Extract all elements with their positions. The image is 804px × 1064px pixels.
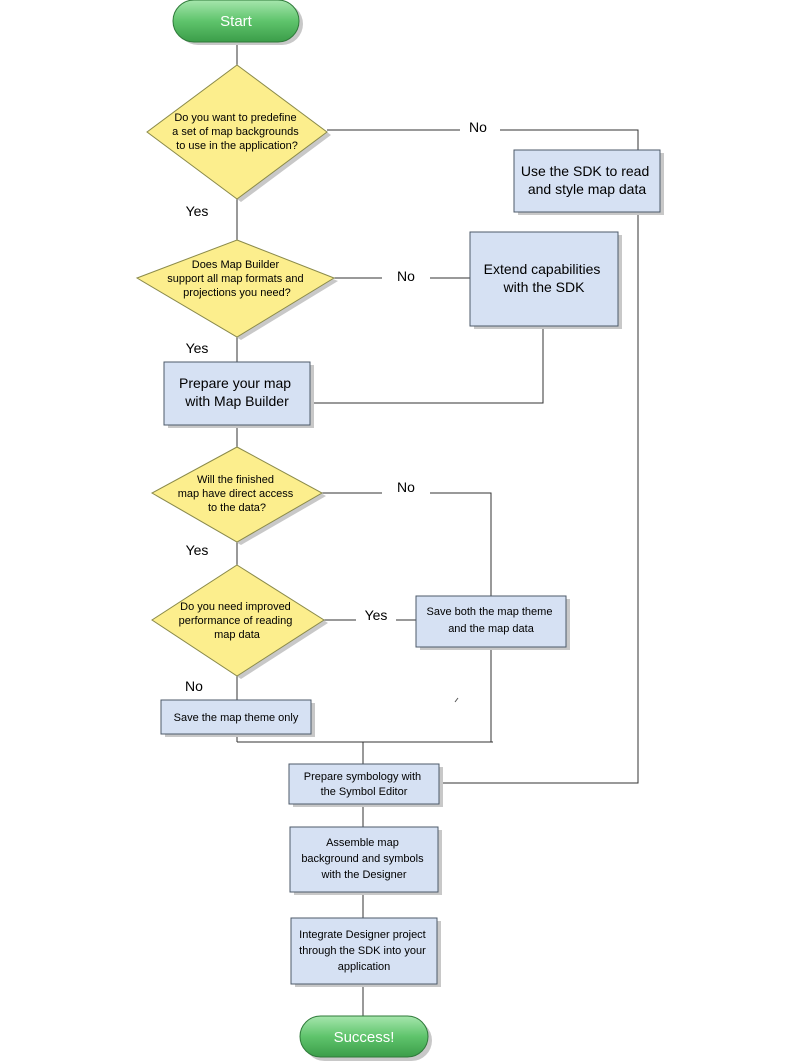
edge-labels: No Yes No Yes No Yes Yes No bbox=[185, 119, 487, 694]
label-direct-yes: Yes bbox=[186, 542, 209, 558]
connector-predefine-no-to-sdk-read bbox=[327, 129, 639, 150]
decision-performance: Do you need improved performance of read… bbox=[151, 564, 328, 679]
label-predefine-yes: Yes bbox=[186, 203, 209, 219]
decision-formats: Does Map Builder support all map formats… bbox=[135, 239, 338, 340]
decision-performance-text: Do you need improved performance of read… bbox=[179, 601, 296, 641]
process-prepare-map-text: Prepare your map with Map Builder bbox=[179, 375, 295, 409]
start-terminal: Start bbox=[172, 0, 303, 45]
label-performance-no: No bbox=[185, 678, 203, 694]
end-terminal: Success! bbox=[299, 1015, 432, 1061]
process-sdk-read: Use the SDK to read and style map data bbox=[513, 149, 664, 215]
label-direct-no: No bbox=[397, 479, 415, 495]
process-save-both: Save both the map theme and the map data bbox=[415, 595, 570, 650]
process-symbology-text: Prepare symbology with the Symbol Editor bbox=[304, 771, 424, 798]
process-assemble: Assemble map background and symbols with… bbox=[289, 826, 442, 895]
decision-direct-access-text: Will the finished map have direct access… bbox=[178, 474, 297, 514]
label-formats-no: No bbox=[397, 268, 415, 284]
process-extend: Extend capabilities with the SDK bbox=[469, 231, 622, 329]
process-symbology: Prepare symbology with the Symbol Editor bbox=[288, 763, 443, 807]
process-prepare-map: Prepare your map with Map Builder bbox=[163, 361, 314, 428]
process-save-theme: Save the map theme only bbox=[160, 699, 315, 737]
label-predefine-no: No bbox=[469, 119, 487, 135]
decision-direct-access: Will the finished map have direct access… bbox=[150, 446, 326, 545]
process-sdk-read-text: Use the SDK to read and style map data bbox=[521, 163, 653, 197]
connector-extend-to-prepare-map bbox=[310, 326, 544, 404]
connectors bbox=[236, 43, 639, 1016]
label-performance-yes: Yes bbox=[365, 607, 388, 623]
process-integrate-text: Integrate Designer project through the S… bbox=[299, 929, 429, 973]
decision-predefine: Do you want to predefine a set of map ba… bbox=[146, 64, 331, 202]
process-save-both-text: Save both the map theme and the map data bbox=[426, 606, 555, 635]
process-integrate: Integrate Designer project through the S… bbox=[290, 917, 441, 987]
start-label: Start bbox=[220, 13, 253, 30]
connector-sdk-read-to-symbology bbox=[438, 212, 639, 784]
process-extend-text: Extend capabilities with the SDK bbox=[484, 261, 605, 295]
process-assemble-text: Assemble map background and symbols with… bbox=[301, 837, 426, 881]
end-label: Success! bbox=[334, 1029, 395, 1046]
decision-predefine-text: Do you want to predefine a set of map ba… bbox=[172, 112, 302, 152]
decision-formats-text: Does Map Builder support all map formats… bbox=[167, 259, 306, 299]
connector-direct-no-to-save-both bbox=[322, 492, 492, 596]
label-formats-yes: Yes bbox=[186, 340, 209, 356]
process-save-theme-text: Save the map theme only bbox=[174, 712, 299, 724]
stray-mark bbox=[454, 697, 459, 703]
